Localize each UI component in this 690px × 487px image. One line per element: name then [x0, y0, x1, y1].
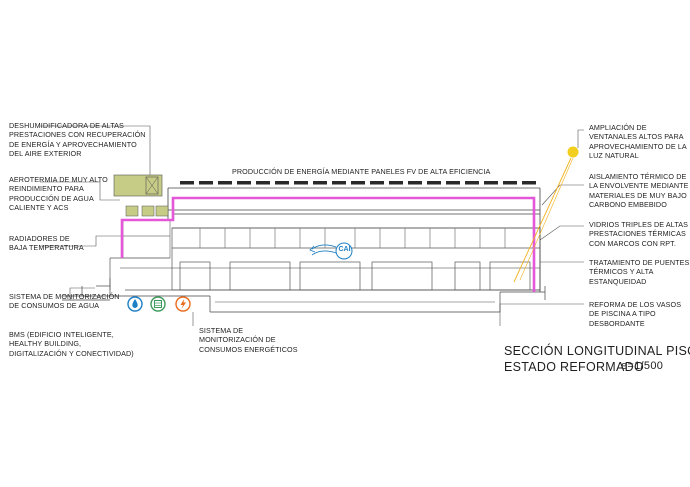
label-dehumidifier: DESHUMIDIFICADORA DE ALTAS PRESTACIONES …	[9, 121, 146, 158]
leader-lines	[40, 125, 584, 326]
building-section	[109, 219, 541, 291]
building-icon	[150, 296, 166, 312]
lightning-icon	[175, 296, 191, 312]
label-pool-reform: REFORMA DE LOS VASOS DE PISCINA A TIPO D…	[589, 300, 682, 328]
water-drop-icon	[127, 296, 143, 312]
label-glazing: VIDRIOS TRIPLES DE ALTAS PRESTACIONES TÉ…	[589, 220, 689, 248]
drawing-title-line2: ESTADO REFORMADO	[504, 360, 644, 374]
drawing-scale: e=1/500	[621, 360, 664, 372]
label-radiators: RADIADORES DE BAJA TEMPERATURA	[9, 234, 84, 253]
cai-airflow-icon	[309, 242, 353, 260]
drawing-title-line1: SECCIÓN LONGITUDINAL PISCINA	[504, 344, 690, 358]
label-thermal-bridges: TRATAMIENTO DE PUENTES TÉRMICOS Y ALTA E…	[589, 258, 690, 286]
label-bms: BMS (EDIFICIO INTELIGENTE, HEALTHY BUILD…	[9, 330, 134, 358]
insulation-envelope	[120, 196, 536, 292]
roof	[167, 187, 541, 292]
label-skylights: AMPLIACIÓN DE VENTANALES ALTOS PARA APRO…	[589, 123, 687, 160]
label-water-monitoring: SISTEMA DE MONITORIZACIÓN DE CONSUMOS DE…	[9, 292, 120, 311]
label-energy-monitoring: SISTEMA DE MONITORIZACIÓN DE CONSUMOS EN…	[199, 326, 298, 354]
label-aerothermal: AEROTERMIA DE MUY ALTO REINDIMIENTO PARA…	[9, 175, 108, 212]
cai-label: CAI	[338, 246, 351, 253]
sun-icon	[513, 146, 579, 283]
label-pv-production: PRODUCCIÓN DE ENERGÍA MEDIANTE PANELES F…	[232, 167, 491, 176]
label-insulation: AISLAMIENTO TÉRMICO DE LA ENVOLVENTE MED…	[589, 172, 689, 209]
pv-panels	[180, 181, 536, 185]
dehumidifier-unit	[113, 174, 163, 197]
aerothermal-units	[125, 205, 169, 217]
